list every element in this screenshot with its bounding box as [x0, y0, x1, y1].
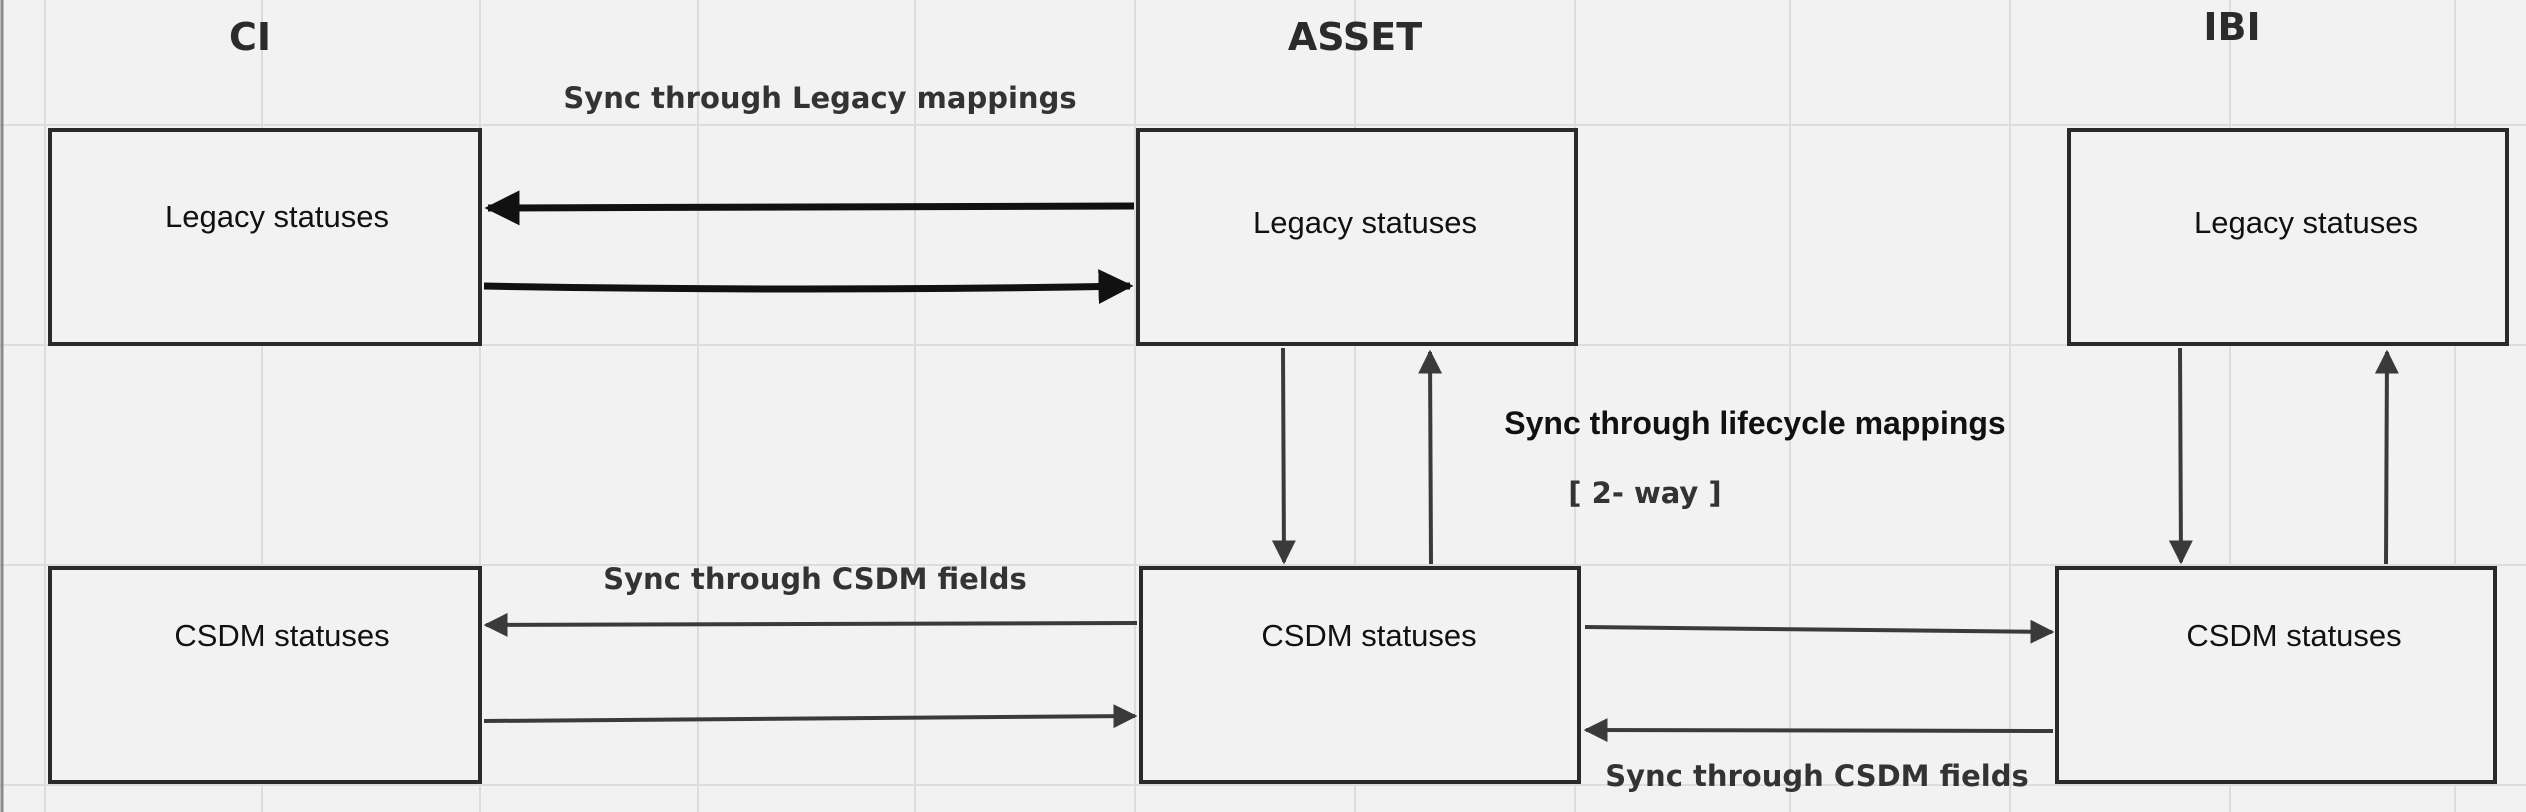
ibi-csdm-label: CSDM statuses	[2186, 618, 2401, 653]
lifecycle-two-way-label: [ 2- way ]	[1568, 476, 1721, 510]
ci-csdm-box[interactable]	[48, 566, 482, 784]
arrow-ibi-to-asset-csdm	[1583, 718, 2054, 743]
arrow-asset-legacy-to-csdm	[1271, 347, 1296, 565]
column-heading-asset: ASSET	[1288, 15, 1422, 59]
column-heading-ci: CI	[229, 15, 271, 59]
asset-legacy-label: Legacy statuses	[1253, 205, 1477, 240]
legacy-sync-label: Sync through Legacy mappings	[563, 81, 1076, 115]
arrow-asset-to-ibi-csdm	[1584, 619, 2055, 644]
arrow-ci-to-asset-csdm	[483, 704, 1138, 729]
ibi-csdm-box[interactable]	[2055, 566, 2497, 784]
arrow-ci-to-asset-legacy	[483, 269, 1134, 305]
arrow-asset-to-ci-csdm	[483, 612, 1138, 637]
column-heading-ibi: IBI	[2203, 5, 2260, 49]
asset-csdm-label: CSDM statuses	[1261, 618, 1476, 653]
ci-legacy-label: Legacy statuses	[165, 199, 389, 234]
ci-legacy-box[interactable]	[48, 128, 482, 346]
arrow-asset-csdm-to-legacy	[1418, 349, 1443, 565]
arrow-ibi-csdm-to-legacy	[2374, 349, 2399, 565]
csdm-sync-right-label: Sync through CSDM fields	[1605, 759, 2028, 793]
arrow-ibi-legacy-to-csdm	[2168, 347, 2193, 565]
ibi-legacy-label: Legacy statuses	[2194, 205, 2418, 240]
arrow-asset-to-ci-legacy	[484, 190, 1135, 226]
asset-legacy-box[interactable]	[1136, 128, 1578, 346]
asset-csdm-box[interactable]	[1139, 566, 1581, 784]
ibi-legacy-box[interactable]	[2067, 128, 2509, 346]
ci-csdm-label: CSDM statuses	[174, 618, 389, 653]
lifecycle-sync-label: Sync through lifecycle mappings	[1504, 405, 2005, 441]
csdm-sync-left-label: Sync through CSDM fields	[603, 562, 1026, 596]
